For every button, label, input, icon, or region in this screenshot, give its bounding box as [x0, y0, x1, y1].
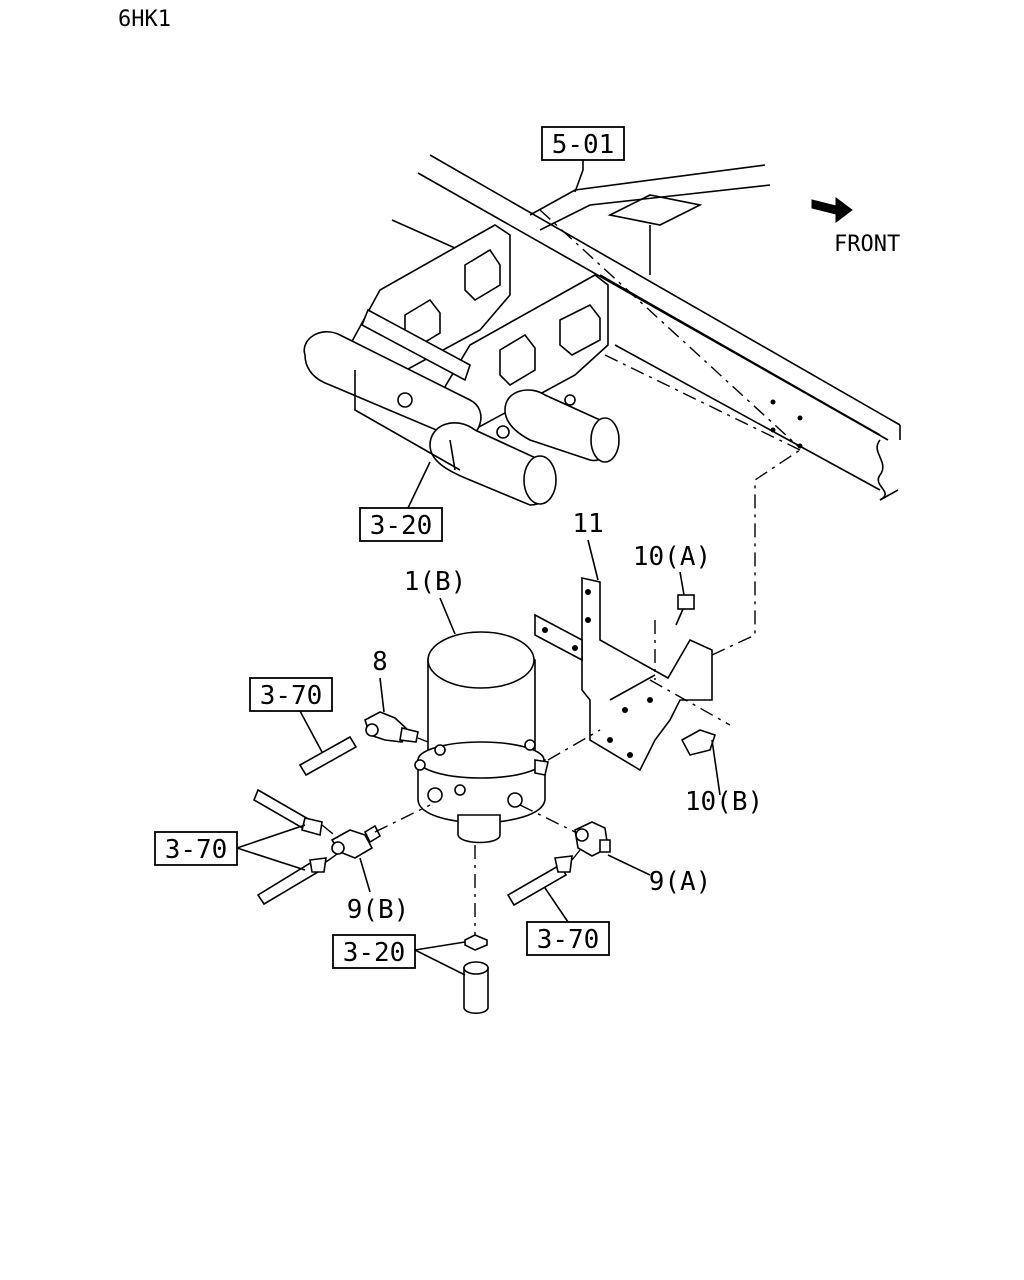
front-arrow-icon — [811, 197, 853, 223]
label-bolt-a: 10(A) — [633, 542, 711, 572]
bolt-b[interactable]: 10(B) — [680, 729, 763, 817]
label-dryer[interactable]: 1(B) — [404, 567, 467, 635]
pipe-right[interactable]: 3-70 — [506, 849, 610, 956]
bolt-a[interactable]: 10(A) — [633, 542, 711, 626]
label-dryer-text: 1(B) — [404, 567, 467, 597]
ref-3-20-tanks[interactable]: 3-20 — [359, 461, 443, 542]
fitting-a[interactable]: 9(A) — [519, 804, 712, 897]
frame-rail — [391, 154, 901, 501]
label-fitting-b: 9(B) — [347, 895, 410, 925]
label-elbow: 8 — [372, 647, 388, 677]
ref-3-70-upper-label: 3-70 — [260, 681, 323, 711]
elbow-fitting[interactable]: 8 — [364, 647, 429, 743]
ref-5-01[interactable]: 5-01 — [541, 126, 625, 193]
front-label: FRONT — [834, 232, 900, 257]
fitting-b[interactable]: 9(B) — [330, 804, 431, 925]
label-fitting-a: 9(A) — [649, 867, 712, 897]
label-bracket-text: 11 — [572, 509, 603, 539]
ref-5-01-label: 5-01 — [552, 130, 615, 160]
ref-3-70-left-label: 3-70 — [165, 835, 228, 865]
label-bracket[interactable]: 11 — [572, 509, 604, 581]
air-dryer — [414, 631, 601, 935]
front-indicator: FRONT — [811, 197, 900, 257]
model-code: 6HK1 — [118, 7, 171, 32]
drain-fitting[interactable]: 3-20 — [332, 934, 489, 1015]
air-tank-assembly — [303, 224, 620, 506]
pipe-left[interactable]: 3-70 — [154, 788, 341, 906]
ref-3-70-right-label: 3-70 — [537, 925, 600, 955]
mounting-bracket — [534, 449, 801, 772]
ref-3-20-tanks-label: 3-20 — [370, 511, 433, 541]
ref-3-20-drain-label: 3-20 — [343, 938, 406, 968]
pipe-upper[interactable]: 3-70 — [249, 677, 358, 777]
label-bolt-b: 10(B) — [685, 787, 763, 817]
